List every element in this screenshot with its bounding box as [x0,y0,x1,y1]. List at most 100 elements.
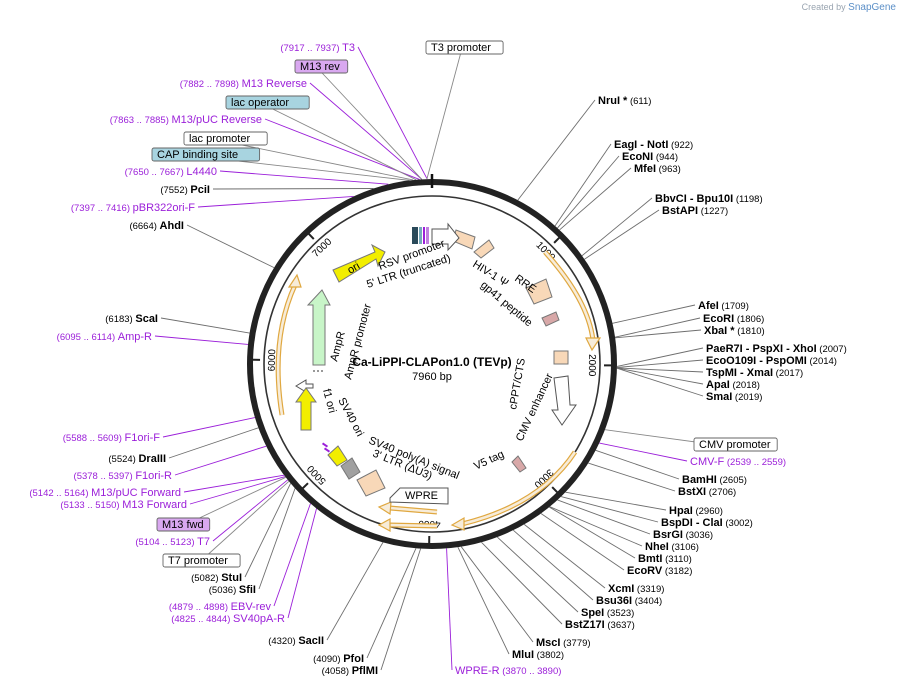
enzyme-label: (5082) StuI [191,572,242,584]
primer-label: (5104 .. 5123) T7 [135,536,210,548]
gp41-box [541,311,560,327]
leader-line [162,417,256,438]
enzyme-label: TspMI - XmaI (2017) [706,367,803,379]
leader-line [616,367,704,397]
primer-label: (7863 .. 7885) M13/pUC Reverse [110,114,262,126]
enzyme-label: EagI - NotI (922) [614,139,693,151]
enzyme-name: NruI * [598,95,628,107]
primer-label: (4879 .. 4898) EBV-rev [169,601,272,613]
cmvenh-arrow [551,375,577,426]
leader-line [523,524,606,589]
leader-line [366,548,417,659]
leader-line [554,143,612,227]
leader-line [380,548,422,671]
tick-label: 2000 [586,354,597,377]
enzyme-position: (4320) [268,636,298,647]
feature-box [151,147,261,162]
enzyme-name: AhdI [160,220,184,232]
enzyme-position: (963) [656,164,681,175]
sv40-mark-1 [321,442,329,448]
enzyme-name: XcmI [608,583,634,595]
leader-line [595,449,680,480]
enzyme-position: (3802) [534,650,564,661]
enzyme-name: PciI [190,184,210,196]
primer-label: (5142 .. 5164) M13/pUC Forward [29,487,181,499]
enzyme-label: (5036) SfiI [209,584,256,596]
enzyme-position: (3036) [683,530,713,541]
f1-arrow [295,387,317,431]
enzyme-label: BamHI (2605) [682,474,747,486]
leader-line [212,479,289,542]
leader-line [616,367,704,373]
enzyme-position: (3110) [662,554,691,565]
enzyme-position: (3779) [560,638,590,649]
enzyme-label: BbvCI - Bpu10I (1198) [655,193,763,205]
feature-box-label: T7 promoter [168,555,228,567]
enzyme-name: XbaI * [704,325,735,337]
enzyme-position: (2007) [817,344,847,355]
enzyme-name: BspDI [661,517,693,529]
enzyme-position: (2605) [717,475,747,486]
label-amppro: AmpR promoter [342,302,374,380]
enzyme-name: PaeR7I [706,343,743,355]
leader-line [244,483,292,578]
enzyme-label: EcoRI (1806) [703,313,764,325]
leader-line [222,140,414,181]
ltr3-box [356,469,386,497]
feature-box-label: CAP binding site [157,149,238,161]
leader-line [615,329,702,339]
orf-arc-2-fill [461,451,577,526]
enzyme-name: ApaI [706,379,730,391]
svori-box [327,445,348,467]
enzyme-name: MfeI [634,163,656,175]
feature-arrows [275,222,602,533]
enzyme-label: BstZ17I (3637) [565,619,635,631]
primer-name: L4440 [186,166,217,178]
primer-position: (5588 .. 5609) [63,433,125,444]
primer-labels: (7917 .. 7937) T3(7882 .. 7898) M13 Reve… [29,42,786,677]
enzyme-name: BstZ17I [565,619,605,631]
enzyme-position: (3319) [634,584,664,595]
leader-line [309,82,423,180]
leader-line [584,209,660,260]
tick-label: 7000 [311,236,335,260]
feature-box-label: T3 promoter [431,42,491,54]
orf-arc-5-head [287,273,302,288]
enzyme-position: (6664) [129,221,159,232]
primer-position: (7650 .. 7667) [125,167,187,178]
primer-label: (6095 .. 6114) Amp-R [57,331,152,343]
leader-line [549,506,643,547]
primer-name: T3 [342,42,355,54]
enzyme-label: (6183) ScaI [105,313,158,325]
leader-line [197,195,354,208]
primer-label: WPRE-R (3870 .. 3890) [455,665,561,677]
enzyme-position: (1198) [733,194,762,205]
leader-line [557,155,620,229]
enzyme-name: EcoRI [703,313,734,325]
tick-mark [301,482,309,490]
leader-line [616,367,704,385]
orf-arc-1-head [585,337,602,352]
sv40-mark-2 [323,447,331,453]
enzyme-position: (3002) [723,518,753,529]
enzyme-name: BstAPI [662,205,698,217]
v5-box [511,455,527,473]
rsv-arrow [431,222,460,252]
leader-line [549,506,636,559]
leader-line [357,46,428,180]
enzyme-label: BstXI (2706) [678,486,736,498]
orf-arc-1-fill [544,251,595,341]
primer-position: (5104 .. 5123) [135,537,197,548]
enzyme-name: MscI [536,637,560,649]
label-ampr: AmpR [328,330,348,363]
feature-box-label: M13 rev [300,61,340,73]
primer-name: F1ori-F [125,432,161,444]
primer-position: (7917 .. 7937) [280,43,342,54]
enzyme-position: (3106) [669,542,699,553]
enzyme-name: NheI [645,541,669,553]
feature-box [294,59,349,74]
feature-box [425,40,504,55]
leader-line [326,542,384,641]
primer-position: (4879 .. 4898) [169,602,231,613]
primer-name: M13 Forward [122,499,187,511]
